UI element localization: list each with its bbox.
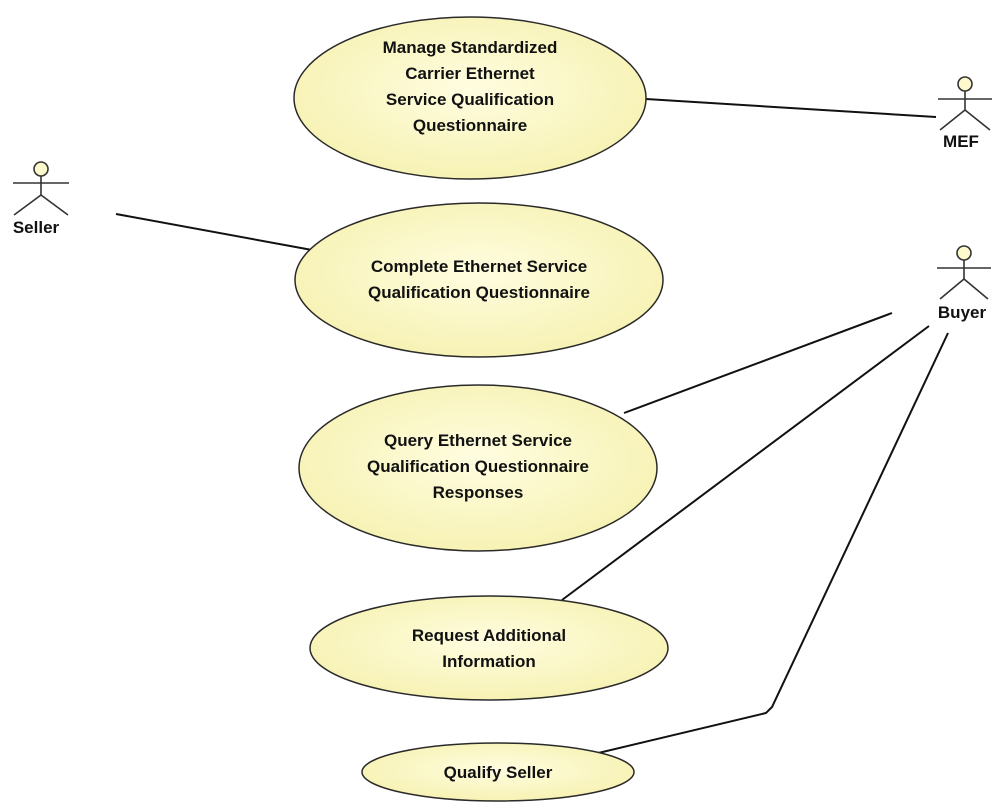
use-case-complete-questionnaire[interactable]: Complete Ethernet Service Qualification … bbox=[294, 202, 664, 358]
actor-buyer[interactable]: Buyer bbox=[937, 245, 991, 322]
association-query-buyer bbox=[623, 312, 893, 414]
use-case-label-line: Query Ethernet Service bbox=[384, 431, 572, 450]
association-qualify-buyer bbox=[589, 332, 949, 756]
actor-seller[interactable]: Seller bbox=[13, 161, 69, 237]
association-request-buyer bbox=[561, 325, 930, 601]
use-case-manage-questionnaire[interactable]: Manage Standardized Carrier Ethernet Ser… bbox=[293, 16, 647, 180]
actor-name: Seller bbox=[13, 218, 60, 237]
use-case-request-info[interactable]: Request Additional Information bbox=[309, 595, 669, 701]
use-case-label-line: Complete Ethernet Service bbox=[371, 257, 587, 276]
actor-name: Buyer bbox=[938, 303, 987, 322]
actor-stick-figure-icon bbox=[938, 76, 992, 131]
actor-stick-figure-icon bbox=[13, 161, 69, 216]
use-case-label-line: Qualify Seller bbox=[444, 763, 553, 782]
use-case-label-line: Request Additional bbox=[412, 626, 566, 645]
use-case-label-line: Responses bbox=[433, 483, 524, 502]
use-case-qualify-seller[interactable]: Qualify Seller bbox=[361, 742, 635, 802]
use-case-label-line: Manage Standardized bbox=[383, 38, 558, 57]
use-case-label-line: Service Qualification bbox=[386, 90, 554, 109]
actor-stick-figure-icon bbox=[937, 245, 991, 300]
association-manage-mef bbox=[645, 98, 937, 118]
association-seller-complete bbox=[115, 213, 313, 251]
actor-name: MEF bbox=[943, 132, 979, 151]
use-case-label-line: Questionnaire bbox=[413, 116, 527, 135]
use-case-query-responses[interactable]: Query Ethernet Service Qualification Que… bbox=[298, 384, 658, 552]
use-case-label-line: Information bbox=[442, 652, 536, 671]
actor-mef[interactable]: MEF bbox=[938, 76, 992, 151]
use-case-label-line: Carrier Ethernet bbox=[405, 64, 535, 83]
use-case-label-line: Qualification Questionnaire bbox=[368, 283, 590, 302]
use-case-label-line: Qualification Questionnaire bbox=[367, 457, 589, 476]
